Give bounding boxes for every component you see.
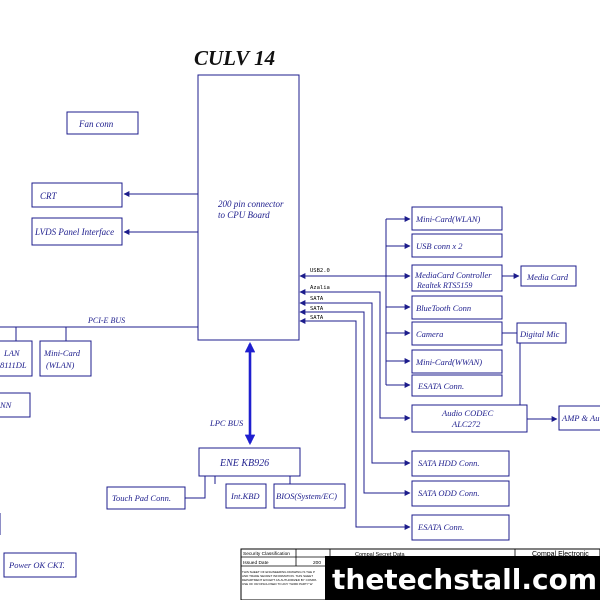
fan-conn-box	[66, 111, 139, 135]
lan-label-1: LAN	[3, 348, 21, 358]
usb-conn-label: USB conn x 2	[416, 241, 463, 251]
crt-label: CRT	[40, 191, 58, 201]
audio-codec-label-2: ALC272	[451, 419, 481, 429]
usb-conn-box	[411, 233, 503, 258]
media-card-box	[520, 265, 577, 287]
company-name: Compal Electronic	[532, 551, 589, 558]
ene-kb926-label: ENE KB926	[219, 458, 269, 469]
minicard-wlan-left-box	[39, 340, 92, 377]
sata-label-2: SATA	[310, 306, 324, 312]
azalia-label: Azalia	[310, 285, 330, 291]
amp-box	[558, 405, 600, 431]
cpu-connector-box	[197, 74, 300, 341]
sata-odd-label: SATA ODD Conn.	[418, 488, 479, 498]
touchpad-link	[185, 476, 206, 499]
watermark-bg	[325, 556, 600, 600]
esata-bottom-box	[411, 514, 510, 541]
media-card-label: Media Card	[526, 272, 569, 282]
ene-kb926-box	[198, 447, 301, 477]
usb-bus-label: USB2.0	[310, 268, 330, 274]
lpc-bus-label: LPC BUS	[209, 418, 244, 428]
bios-label: BIOS(System/EC)	[276, 491, 337, 501]
pcie-bus-label: PCI-E BUS	[87, 316, 125, 325]
sata-hdd-box	[411, 450, 510, 477]
fan-conn-label: Fan conn	[78, 119, 114, 129]
cpu-connector-label-2: to CPU Board	[218, 210, 270, 220]
audio-codec-box	[411, 404, 528, 433]
issued-date: Issued Date	[243, 560, 269, 566]
lvds-label: LVDS Panel Interface	[34, 227, 114, 237]
sata-hdd-label: SATA HDD Conn.	[418, 458, 479, 468]
touchpad-label: Touch Pad Conn.	[112, 493, 171, 503]
lvds-box	[31, 217, 123, 246]
minicard-wwan-label: Mini-Card(WWAN)	[415, 357, 482, 367]
esata-top-box	[411, 374, 503, 397]
lan-box	[0, 340, 33, 377]
notice-line-4: USE OF OR DISCLOSED TO ANY THIRD PARTY W	[242, 582, 313, 586]
minicard-wwan-box	[411, 349, 503, 374]
minicard-wlan-label: Mini-Card(WLAN)	[415, 214, 481, 224]
digital-mic-box	[516, 322, 567, 344]
digital-mic-label: Digital Mic	[519, 329, 560, 339]
minicard-wlan-left-label-2: (WLAN)	[46, 360, 75, 370]
bluetooth-box	[411, 295, 503, 320]
mediacard-controller-label-2: Realtek RTS5159	[416, 281, 472, 290]
sata-odd-line	[299, 309, 411, 496]
esata-bottom-line	[299, 318, 411, 530]
sata-label-3: SATA	[310, 315, 324, 321]
esata-top-label: ESATA Conn.	[417, 381, 464, 391]
watermark-text: thetechstall.com	[332, 563, 597, 596]
minicard-wlan-box	[411, 206, 503, 231]
intkbd-label: Int.KBD	[230, 491, 260, 501]
esata-bottom-label: ESATA Conn.	[417, 522, 464, 532]
sata-odd-box	[411, 480, 510, 507]
notice-line-3: DEPARTMENT EXCEPT AS AUTHORIZED BY COMPA	[242, 578, 316, 582]
power-ok-box	[3, 552, 77, 578]
crt-box	[31, 182, 123, 208]
notice-line-2: AND TRADE SECRET INFORMATION. THIS SHEET	[242, 574, 313, 578]
cropped-box-label: NN	[0, 400, 13, 410]
intkbd-box	[225, 483, 267, 509]
sata-hdd-line	[299, 300, 411, 466]
diagram-title: CULV 14	[194, 46, 275, 70]
cropped-box	[0, 392, 31, 418]
mediacard-controller-box	[411, 264, 503, 292]
power-ok-label: Power OK CKT.	[8, 560, 65, 570]
audio-codec-label-1: Audio CODEC	[441, 408, 494, 418]
sata-label-1: SATA	[310, 296, 324, 302]
touchpad-box	[106, 486, 186, 510]
minicard-wlan-left-label-1: Mini-Card	[43, 348, 81, 358]
amp-label: AMP & Au	[561, 413, 599, 423]
lan-label-2: 8111DL	[0, 360, 27, 370]
bluetooth-label: BlueTooth Conn	[416, 303, 471, 313]
notice-line-1: THIS SHEET OF ENGINEERING DRAWING IS THE…	[242, 570, 315, 574]
mediacard-controller-label-1: MediaCard Controller	[414, 270, 492, 280]
issued-year: 200	[313, 560, 321, 566]
camera-label: Camera	[416, 329, 443, 339]
security-classification: Security Classification	[243, 551, 290, 557]
cpu-connector-label-1: 200 pin connector	[218, 199, 284, 209]
title-block-header: Compal Secret Data	[355, 552, 405, 558]
